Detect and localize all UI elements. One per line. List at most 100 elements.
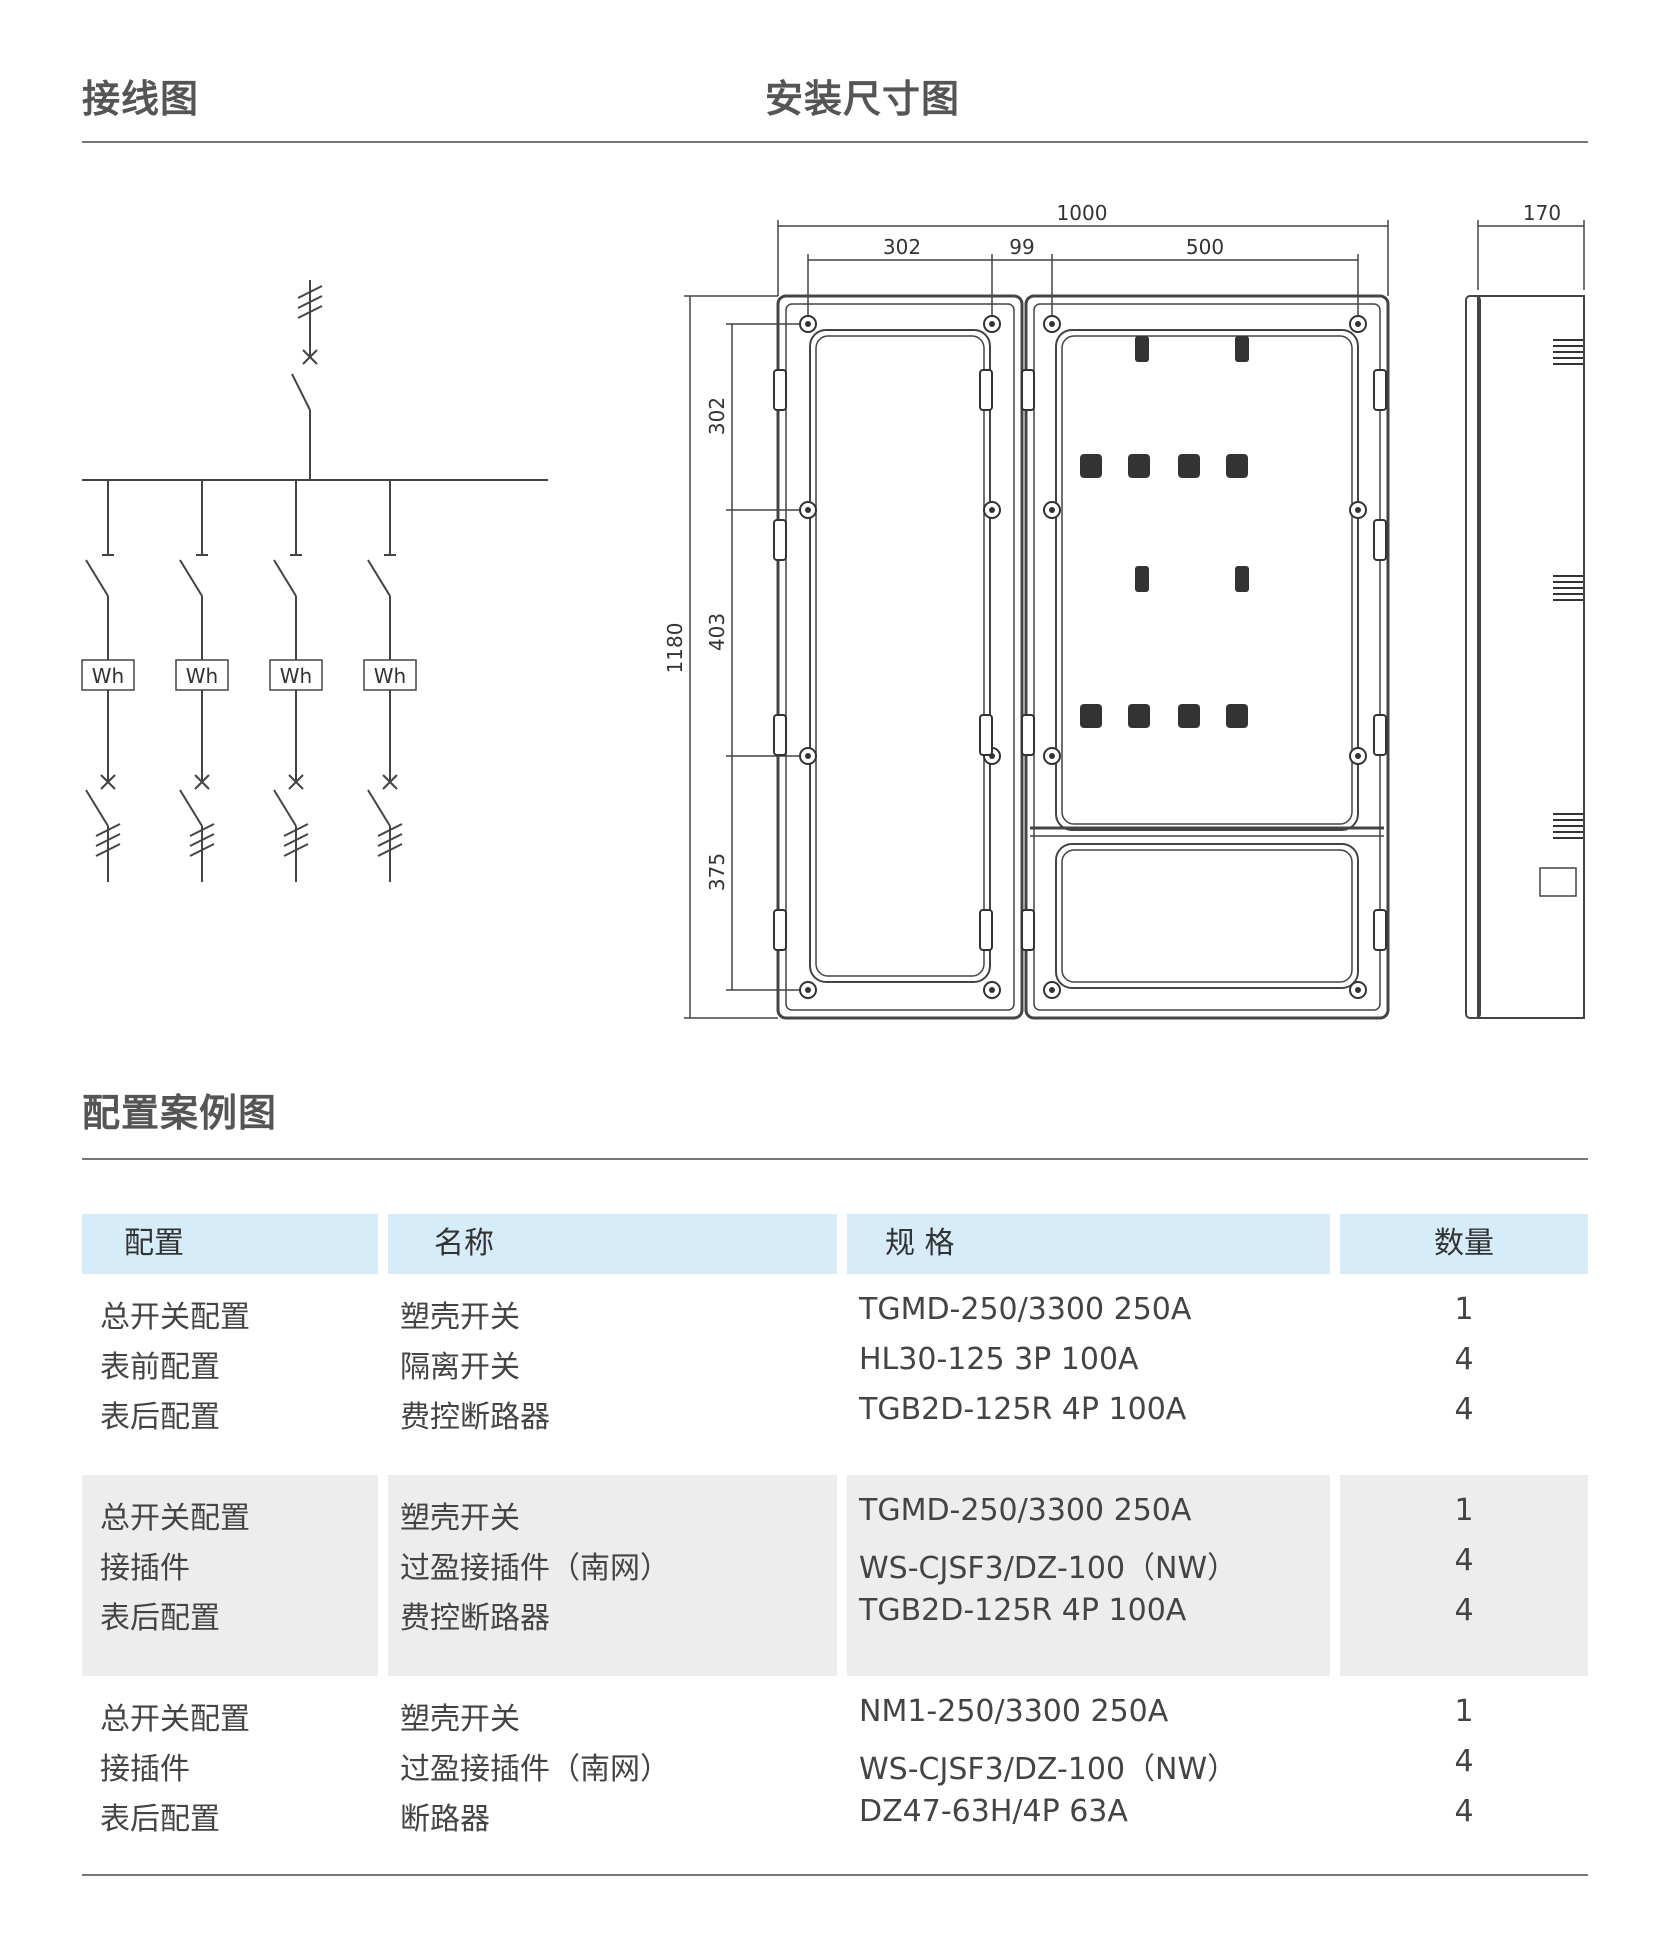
cell-qty: 4 (1454, 1593, 1474, 1628)
dim-height-3: 375 (705, 853, 729, 891)
enclosure-details (773, 315, 1583, 999)
meter-clip (1235, 336, 1249, 362)
latch (1373, 714, 1387, 756)
table-cell-qty: 1 4 4 (1340, 1475, 1588, 1676)
cell-spec: TGMD-250/3300 250A (859, 1493, 1192, 1528)
wiring-branch: Wh (269, 480, 323, 882)
cell-spec: TGB2D-125R 4P 100A (859, 1593, 1187, 1628)
screw-hole (1355, 987, 1361, 993)
cell-name: 塑壳开关 (400, 1501, 520, 1536)
cell-qty: 4 (1454, 1543, 1474, 1578)
latch (1373, 519, 1387, 561)
screw-hole (805, 753, 811, 759)
table-cell-name: 塑壳开关隔离开关费控断路器 (388, 1274, 837, 1475)
config-divider (82, 1158, 1588, 1160)
meter-clip (1135, 566, 1149, 592)
cell-config: 表前配置 (100, 1350, 220, 1385)
wiring-diagram-heading: 接线图 (82, 77, 200, 121)
dim-total-height: 1180 (663, 623, 687, 674)
table-cell-config: 总开关配置接插件表后配置 (82, 1676, 378, 1877)
cell-qty: 1 (1454, 1694, 1474, 1729)
table-cell-config: 总开关配置表前配置表后配置 (82, 1274, 378, 1475)
header-name: 名称 (388, 1214, 837, 1274)
table-cell-config: 总开关配置接插件表后配置 (82, 1475, 378, 1676)
meter-mount (1226, 704, 1248, 728)
meter-label: Wh (186, 664, 218, 688)
cell-name: 费控断路器 (400, 1601, 550, 1636)
table-cell-name: 塑壳开关过盈接插件（南网）断路器 (388, 1676, 837, 1877)
meter-mount (1080, 704, 1102, 728)
cell-spec: HL30-125 3P 100A (859, 1342, 1139, 1377)
cell-name: 过盈接插件（南网） (400, 1551, 670, 1586)
meter-clip (1235, 566, 1249, 592)
screw-hole (1049, 987, 1055, 993)
meter-mount (1128, 704, 1150, 728)
cell-spec: TGMD-250/3300 250A (859, 1292, 1192, 1327)
meter-label: Wh (374, 664, 406, 688)
dim-right-width: 500 (1186, 235, 1224, 259)
table-cell-name: 塑壳开关过盈接插件（南网） 费控断路器 (388, 1475, 837, 1676)
meter-clip (1135, 336, 1149, 362)
meter-label: Wh (280, 664, 312, 688)
cell-spec: DZ47-63H/4P 63A (859, 1794, 1128, 1829)
table-header: 配置 名称 规 格 数量 (82, 1214, 1588, 1274)
cell-spec: WS-CJSF3/DZ-100（NW） (859, 1551, 1238, 1586)
screw-hole (989, 321, 995, 327)
latch (979, 369, 993, 411)
cell-qty: 4 (1454, 1794, 1474, 1829)
screw-hole (1049, 753, 1055, 759)
latch (773, 369, 787, 411)
meter-label: Wh (92, 664, 124, 688)
wiring-branch: Wh (81, 480, 135, 882)
meter-mount (1178, 704, 1200, 728)
config-example-heading: 配置案例图 (82, 1091, 278, 1135)
meter-mount (1128, 454, 1150, 478)
cell-spec: WS-CJSF3/DZ-100（NW） (859, 1752, 1238, 1787)
cell-name: 隔离开关 (400, 1350, 520, 1385)
screw-hole (1355, 321, 1361, 327)
cell-name: 塑壳开关 (400, 1300, 520, 1335)
cell-name: 费控断路器 (400, 1400, 550, 1435)
screw-hole (1355, 507, 1361, 513)
cell-config: 表后配置 (100, 1802, 220, 1837)
header-config: 配置 (82, 1214, 378, 1274)
cell-qty: 4 (1454, 1342, 1474, 1377)
meter-mount (1178, 454, 1200, 478)
cell-config: 接插件 (100, 1551, 190, 1586)
cell-config: 表后配置 (100, 1400, 220, 1435)
latch (773, 714, 787, 756)
wiring-branch: Wh (363, 480, 417, 882)
dim-left-width: 302 (883, 235, 921, 259)
meter-mount (1226, 454, 1248, 478)
screw-hole (805, 507, 811, 513)
cell-qty: 1 (1454, 1292, 1474, 1327)
header-spec: 规 格 (847, 1214, 1330, 1274)
latch (979, 714, 993, 756)
screw-hole (805, 987, 811, 993)
latch (1373, 909, 1387, 951)
cell-qty: 1 (1454, 1493, 1474, 1528)
install-dimension-drawing: 1000 302 99 500 170 1180 302 403 375 (663, 201, 1585, 1020)
latch (1021, 714, 1035, 756)
dim-total-width: 1000 (1057, 201, 1108, 225)
cell-name: 过盈接插件（南网） (400, 1752, 670, 1787)
screw-hole (1049, 321, 1055, 327)
header-qty: 数量 (1340, 1214, 1588, 1274)
screw-hole (805, 321, 811, 327)
wiring-branches: Wh Wh Wh Wh (81, 480, 417, 882)
latch (1021, 909, 1035, 951)
wiring-diagram: Wh Wh Wh Wh (81, 280, 548, 882)
dim-gap-width: 99 (1009, 235, 1034, 259)
cell-spec: NM1-250/3300 250A (859, 1694, 1169, 1729)
cell-config: 总开关配置 (100, 1501, 250, 1536)
table-bottom-rule (82, 1874, 1588, 1876)
latch (1373, 369, 1387, 411)
screw-hole (989, 507, 995, 513)
screw-hole (989, 987, 995, 993)
latch (773, 519, 787, 561)
